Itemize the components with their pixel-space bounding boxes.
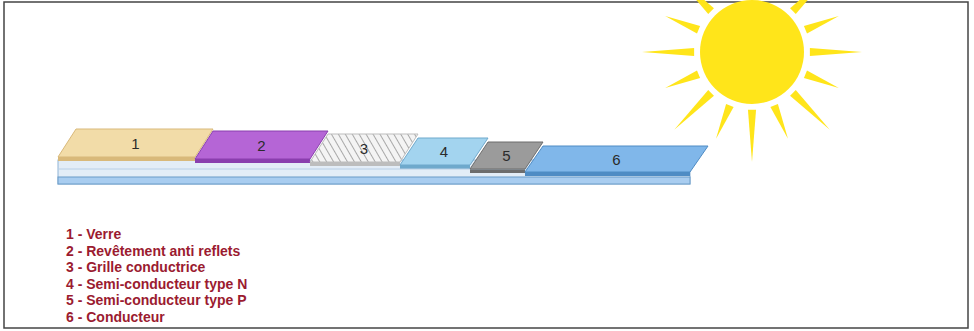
key-entry: 5 - Semi-conducteur type P — [66, 292, 247, 309]
layer-edge — [470, 169, 525, 173]
sun-ray — [804, 70, 839, 88]
sun — [642, 0, 862, 162]
sun-ray — [716, 0, 734, 1]
layer-polygon — [58, 129, 213, 157]
base-layer — [58, 177, 690, 184]
callout-number: 1 — [131, 136, 139, 151]
sun-ray — [665, 16, 700, 34]
sun-ray — [642, 48, 694, 56]
callout-number: 3 — [360, 141, 368, 156]
layer-edge — [58, 157, 195, 161]
layer-face: 3 — [310, 134, 418, 162]
layer-face: 1 — [58, 129, 213, 157]
layer-face: 2 — [195, 131, 328, 159]
frame — [4, 2, 968, 328]
layer-face: 6 — [525, 146, 708, 172]
callout-number: 6 — [612, 152, 620, 167]
callout-number: 5 — [502, 148, 510, 163]
sun-ray — [804, 16, 839, 34]
key-entry: 4 - Semi-conducteur type N — [66, 276, 247, 293]
callout-number: 2 — [257, 138, 265, 153]
sun-ray — [665, 70, 700, 88]
layer-edge — [310, 162, 400, 166]
key-entry: 1 - Verre — [66, 226, 247, 243]
sun-ray — [770, 104, 788, 139]
sun-ray — [770, 0, 788, 1]
key-list: 1 - Verre2 - Revêtement anti reflets3 - … — [66, 226, 247, 325]
layer-edge — [195, 159, 310, 163]
callout-number: 4 — [440, 144, 448, 159]
key-entry: 2 - Revêtement anti reflets — [66, 243, 247, 260]
layer-polygon — [195, 131, 328, 159]
layer-edge — [525, 172, 690, 176]
sun-ray — [748, 110, 756, 162]
sun-ray — [674, 0, 714, 14]
layer-polygon — [310, 134, 418, 162]
sun-disc — [700, 0, 804, 104]
sun-ray — [790, 90, 830, 130]
sun-ray — [810, 48, 862, 56]
sun-ray — [790, 0, 830, 14]
sun-ray — [716, 104, 734, 139]
layer-edge — [400, 165, 470, 169]
key-entry: 6 - Conducteur — [66, 309, 247, 326]
layer-polygon — [525, 146, 708, 172]
sun-ray — [674, 90, 714, 130]
key-entry: 3 - Grille conductrice — [66, 259, 247, 276]
